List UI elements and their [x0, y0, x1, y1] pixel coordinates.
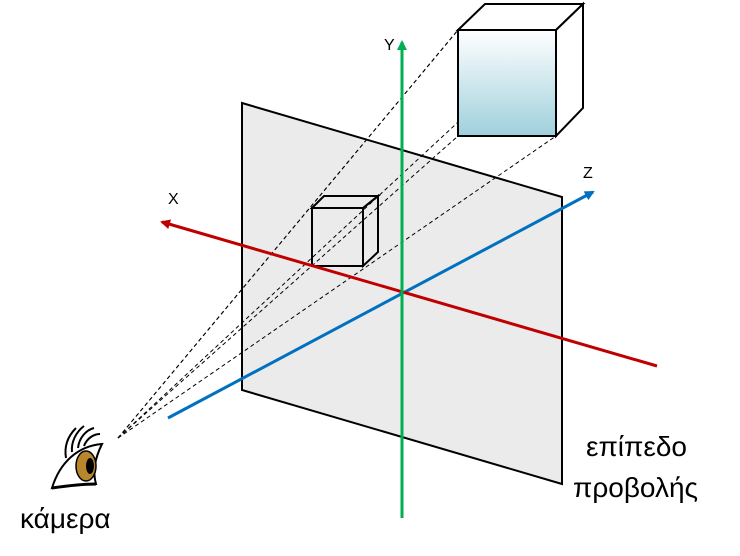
y-axis-label: Y [384, 37, 395, 54]
object-cube-front [457, 29, 557, 137]
plane-label-line2: προβολής [573, 472, 698, 503]
z-axis [167, 190, 595, 420]
object-cube [455, 1, 586, 139]
z-axis-label: Z [583, 165, 593, 182]
ray-bottom-right [117, 135, 557, 439]
plane-label-line1: επίπεδο [586, 431, 687, 462]
camera-label: κάμερα [20, 503, 111, 534]
projected-cube-front [311, 207, 364, 267]
projected-cube [309, 193, 381, 269]
eye-icon [50, 425, 104, 490]
x-axis-label: X [168, 191, 179, 208]
x-axis [160, 219, 658, 368]
